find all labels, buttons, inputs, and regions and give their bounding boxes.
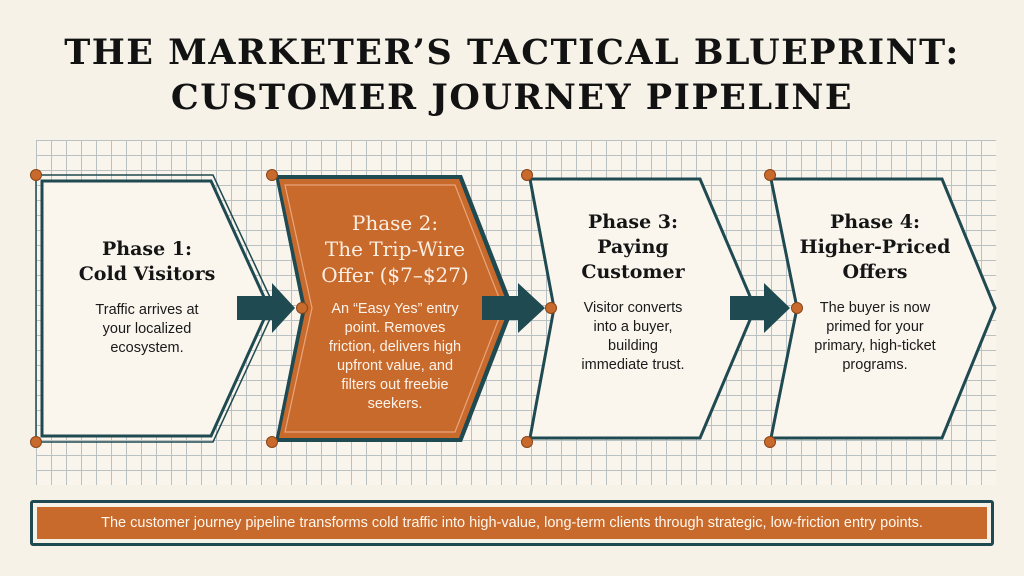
phase-2-title: Phase 2: The Trip-Wire Offer ($7–$27) bbox=[300, 210, 490, 288]
phase-2-title-line-1: Phase 2: bbox=[351, 211, 439, 235]
phase-4-desc-line: primed for your bbox=[826, 319, 924, 335]
phase-2-description: An “Easy Yes” entry point. Removes frict… bbox=[300, 300, 490, 414]
phase-1-desc-line: Traffic arrives at bbox=[95, 302, 199, 318]
phase-3-description: Visitor converts into a buyer, building … bbox=[548, 299, 718, 375]
phase-4-title-line-1: Phase 4: bbox=[829, 211, 921, 233]
phase-3-desc-line: into a buyer, bbox=[593, 319, 673, 335]
phase-4: Phase 4: Higher-Priced Offers The buyer … bbox=[790, 210, 960, 375]
phase-1-desc-line: your localized bbox=[102, 321, 192, 337]
dot-icon bbox=[266, 436, 278, 448]
phase-2-desc-line: filters out freebie bbox=[341, 377, 449, 393]
summary-text: The customer journey pipeline transforms… bbox=[37, 507, 987, 539]
phase-2-desc-line: point. Removes bbox=[344, 320, 446, 336]
phase-3-title-line-1: Phase 3: bbox=[587, 211, 679, 233]
title-line-1: THE MARKETER’S TACTICAL BLUEPRINT: bbox=[64, 32, 960, 73]
dot-icon bbox=[521, 169, 533, 181]
phase-2-shape bbox=[275, 175, 514, 442]
phase-3-desc-line: Visitor converts bbox=[583, 300, 683, 316]
phase-2-desc-line: seekers. bbox=[367, 396, 423, 412]
dot-icon bbox=[296, 302, 308, 314]
phase-4-description: The buyer is now primed for your primary… bbox=[790, 299, 960, 375]
phase-4-title-line-2: Higher-Priced bbox=[799, 236, 951, 258]
phase-3-title-line-3: Customer bbox=[581, 261, 685, 283]
dot-icon bbox=[266, 169, 278, 181]
phase-3-title-line-2: Paying bbox=[597, 236, 669, 258]
phase-2-desc-line: friction, delivers high bbox=[328, 339, 462, 355]
phase-2-title-line-2: The Trip-Wire bbox=[324, 237, 466, 261]
arrow-icon-1 bbox=[237, 283, 295, 333]
summary-banner: The customer journey pipeline transforms… bbox=[30, 500, 994, 546]
phase-4-desc-line: primary, high-ticket bbox=[814, 338, 936, 354]
phase-1-desc-line: ecosystem. bbox=[110, 340, 184, 356]
dot-icon bbox=[30, 436, 42, 448]
phase-3-desc-line: immediate trust. bbox=[581, 357, 685, 373]
page-title: THE MARKETER’S TACTICAL BLUEPRINT: CUSTO… bbox=[0, 30, 1024, 120]
phase-1-description: Traffic arrives at your localized ecosys… bbox=[52, 301, 242, 358]
arrow-icon-2 bbox=[482, 283, 545, 333]
phase-4-title-line-3: Offers bbox=[842, 261, 908, 283]
dot-icon bbox=[545, 302, 557, 314]
dot-icon bbox=[791, 302, 803, 314]
dot-icon bbox=[30, 169, 42, 181]
phase-2-desc-line: An “Easy Yes” entry bbox=[331, 301, 459, 317]
phase-1-title: Phase 1: Cold Visitors bbox=[52, 237, 242, 287]
title-line-2: CUSTOMER JOURNEY PIPELINE bbox=[170, 77, 854, 118]
phase-1-title-line-2: Cold Visitors bbox=[78, 263, 216, 285]
arrow-icon-3 bbox=[730, 283, 790, 333]
phase-3-desc-line: building bbox=[608, 338, 658, 354]
phase-1: Phase 1: Cold Visitors Traffic arrives a… bbox=[52, 237, 242, 358]
phase-2-desc-line: upfront value, and bbox=[336, 358, 454, 374]
phase-3: Phase 3: Paying Customer Visitor convert… bbox=[548, 210, 718, 375]
node-dots bbox=[30, 169, 803, 448]
phase-1-shape bbox=[35, 174, 276, 443]
dot-icon bbox=[764, 169, 776, 181]
phase-4-title: Phase 4: Higher-Priced Offers bbox=[790, 210, 960, 285]
phase-2-title-line-3: Offer ($7–$27) bbox=[321, 263, 469, 287]
phase-4-desc-line: The buyer is now bbox=[819, 300, 931, 316]
phase-2: Phase 2: The Trip-Wire Offer ($7–$27) An… bbox=[300, 210, 490, 414]
phase-1-title-line-1: Phase 1: bbox=[101, 238, 193, 260]
phase-3-title: Phase 3: Paying Customer bbox=[548, 210, 718, 285]
phase-4-desc-line: programs. bbox=[842, 357, 908, 373]
dot-icon bbox=[764, 436, 776, 448]
dot-icon bbox=[521, 436, 533, 448]
